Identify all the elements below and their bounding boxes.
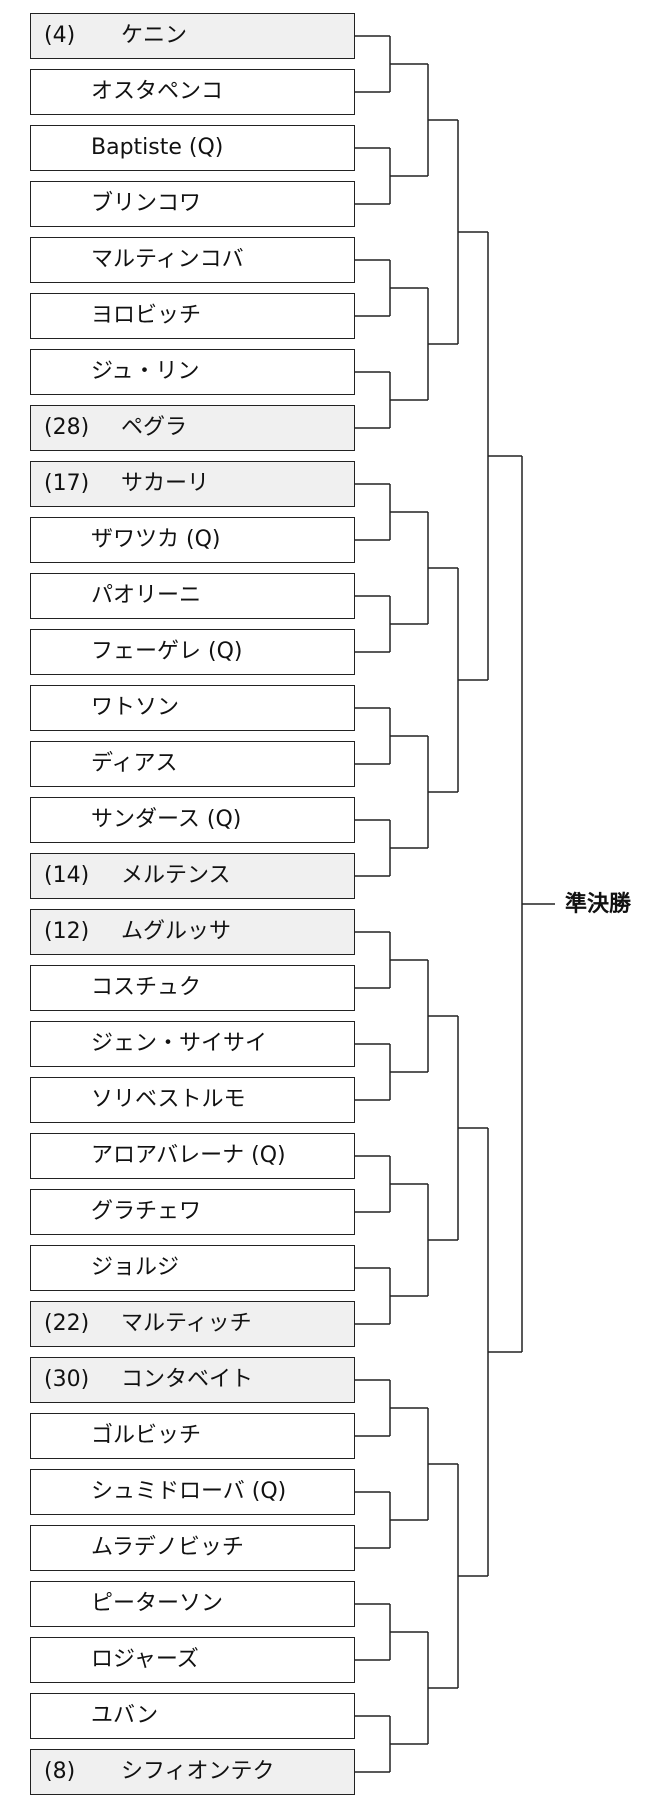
seed-number: (22) xyxy=(44,1311,90,1336)
player-name: パオリーニ xyxy=(91,583,202,608)
draw-entry: アロアバレーナ (Q) xyxy=(30,1133,355,1179)
seed-number: (17) xyxy=(44,471,90,496)
draw-entry: (4) ケニン xyxy=(30,13,355,59)
semifinal-label: 準決勝 xyxy=(565,892,632,917)
player-name: マルティンコバ xyxy=(91,247,244,272)
draw-entry: (17) サカーリ xyxy=(30,461,355,507)
draw-entry: ソリベストルモ xyxy=(30,1077,355,1123)
seed-number: (4) xyxy=(44,23,76,48)
seed-number: (28) xyxy=(44,415,90,440)
draw-entry: マルティンコバ xyxy=(30,237,355,283)
draw-entry: (22) マルティッチ xyxy=(30,1301,355,1347)
player-name: ザワツカ (Q) xyxy=(91,527,221,552)
player-name: ワトソン xyxy=(91,695,180,720)
player-name: ヨロビッチ xyxy=(91,303,202,328)
player-name: コンタベイト xyxy=(121,1367,254,1392)
player-name: サカーリ xyxy=(121,471,210,496)
player-name: フェーゲレ (Q) xyxy=(91,639,243,664)
draw-entry: (28) ペグラ xyxy=(30,405,355,451)
player-name: ジョルジ xyxy=(91,1255,180,1280)
draw-entry: ムラデノビッチ xyxy=(30,1525,355,1571)
draw-entry: サンダース (Q) xyxy=(30,797,355,843)
draw-entry: (12) ムグルッサ xyxy=(30,909,355,955)
draw-entry: ユバン xyxy=(30,1693,355,1739)
draw-entry: ロジャーズ xyxy=(30,1637,355,1683)
draw-entry: グラチェワ xyxy=(30,1189,355,1235)
draw-entry: ザワツカ (Q) xyxy=(30,517,355,563)
draw-entry: コスチュク xyxy=(30,965,355,1011)
player-name: コスチュク xyxy=(91,975,202,1000)
player-name: シュミドローバ (Q) xyxy=(91,1479,287,1504)
player-name: ブリンコワ xyxy=(91,191,202,216)
player-name: ジュ・リン xyxy=(91,359,200,384)
draw-entry: オスタペンコ xyxy=(30,69,355,115)
seed-number: (30) xyxy=(44,1367,90,1392)
player-name: ピーターソン xyxy=(91,1591,224,1616)
draw-entry: ジェン・サイサイ xyxy=(30,1021,355,1067)
seed-number: (12) xyxy=(44,919,90,944)
draw-entry: ワトソン xyxy=(30,685,355,731)
player-name: オスタペンコ xyxy=(91,79,224,104)
draw-entry: ゴルビッチ xyxy=(30,1413,355,1459)
draw-entry: ジョルジ xyxy=(30,1245,355,1291)
player-name: ムグルッサ xyxy=(121,919,232,944)
player-name: ディアス xyxy=(91,751,178,776)
player-name: ゴルビッチ xyxy=(91,1423,202,1448)
draw-entry: (30) コンタベイト xyxy=(30,1357,355,1403)
player-name: Baptiste (Q) xyxy=(91,135,224,160)
draw-entry: ピーターソン xyxy=(30,1581,355,1627)
player-name: シフィオンテク xyxy=(121,1759,275,1784)
player-name: ユバン xyxy=(91,1703,159,1728)
player-name: メルテンス xyxy=(121,863,231,888)
player-name: アロアバレーナ (Q) xyxy=(91,1143,286,1168)
draw-entry: Baptiste (Q) xyxy=(30,125,355,171)
draw-entry: ヨロビッチ xyxy=(30,293,355,339)
player-name: ペグラ xyxy=(121,415,188,440)
player-name: ジェン・サイサイ xyxy=(91,1031,268,1056)
draw-entry: シュミドローバ (Q) xyxy=(30,1469,355,1515)
draw-entry: ブリンコワ xyxy=(30,181,355,227)
player-name: グラチェワ xyxy=(91,1199,202,1224)
seed-number: (8) xyxy=(44,1759,76,1784)
player-name: マルティッチ xyxy=(121,1311,252,1336)
player-name: ソリベストルモ xyxy=(91,1087,246,1112)
draw-entry: ディアス xyxy=(30,741,355,787)
draw-entry: (8) シフィオンテク xyxy=(30,1749,355,1795)
draw-entry: (14) メルテンス xyxy=(30,853,355,899)
player-name: ケニン xyxy=(121,23,188,48)
player-name: サンダース (Q) xyxy=(91,807,242,832)
draw-entry: パオリーニ xyxy=(30,573,355,619)
player-name: ロジャーズ xyxy=(91,1647,199,1672)
draw-entry: ジュ・リン xyxy=(30,349,355,395)
player-name: ムラデノビッチ xyxy=(91,1535,244,1560)
draw-entry: フェーゲレ (Q) xyxy=(30,629,355,675)
seed-number: (14) xyxy=(44,863,90,888)
